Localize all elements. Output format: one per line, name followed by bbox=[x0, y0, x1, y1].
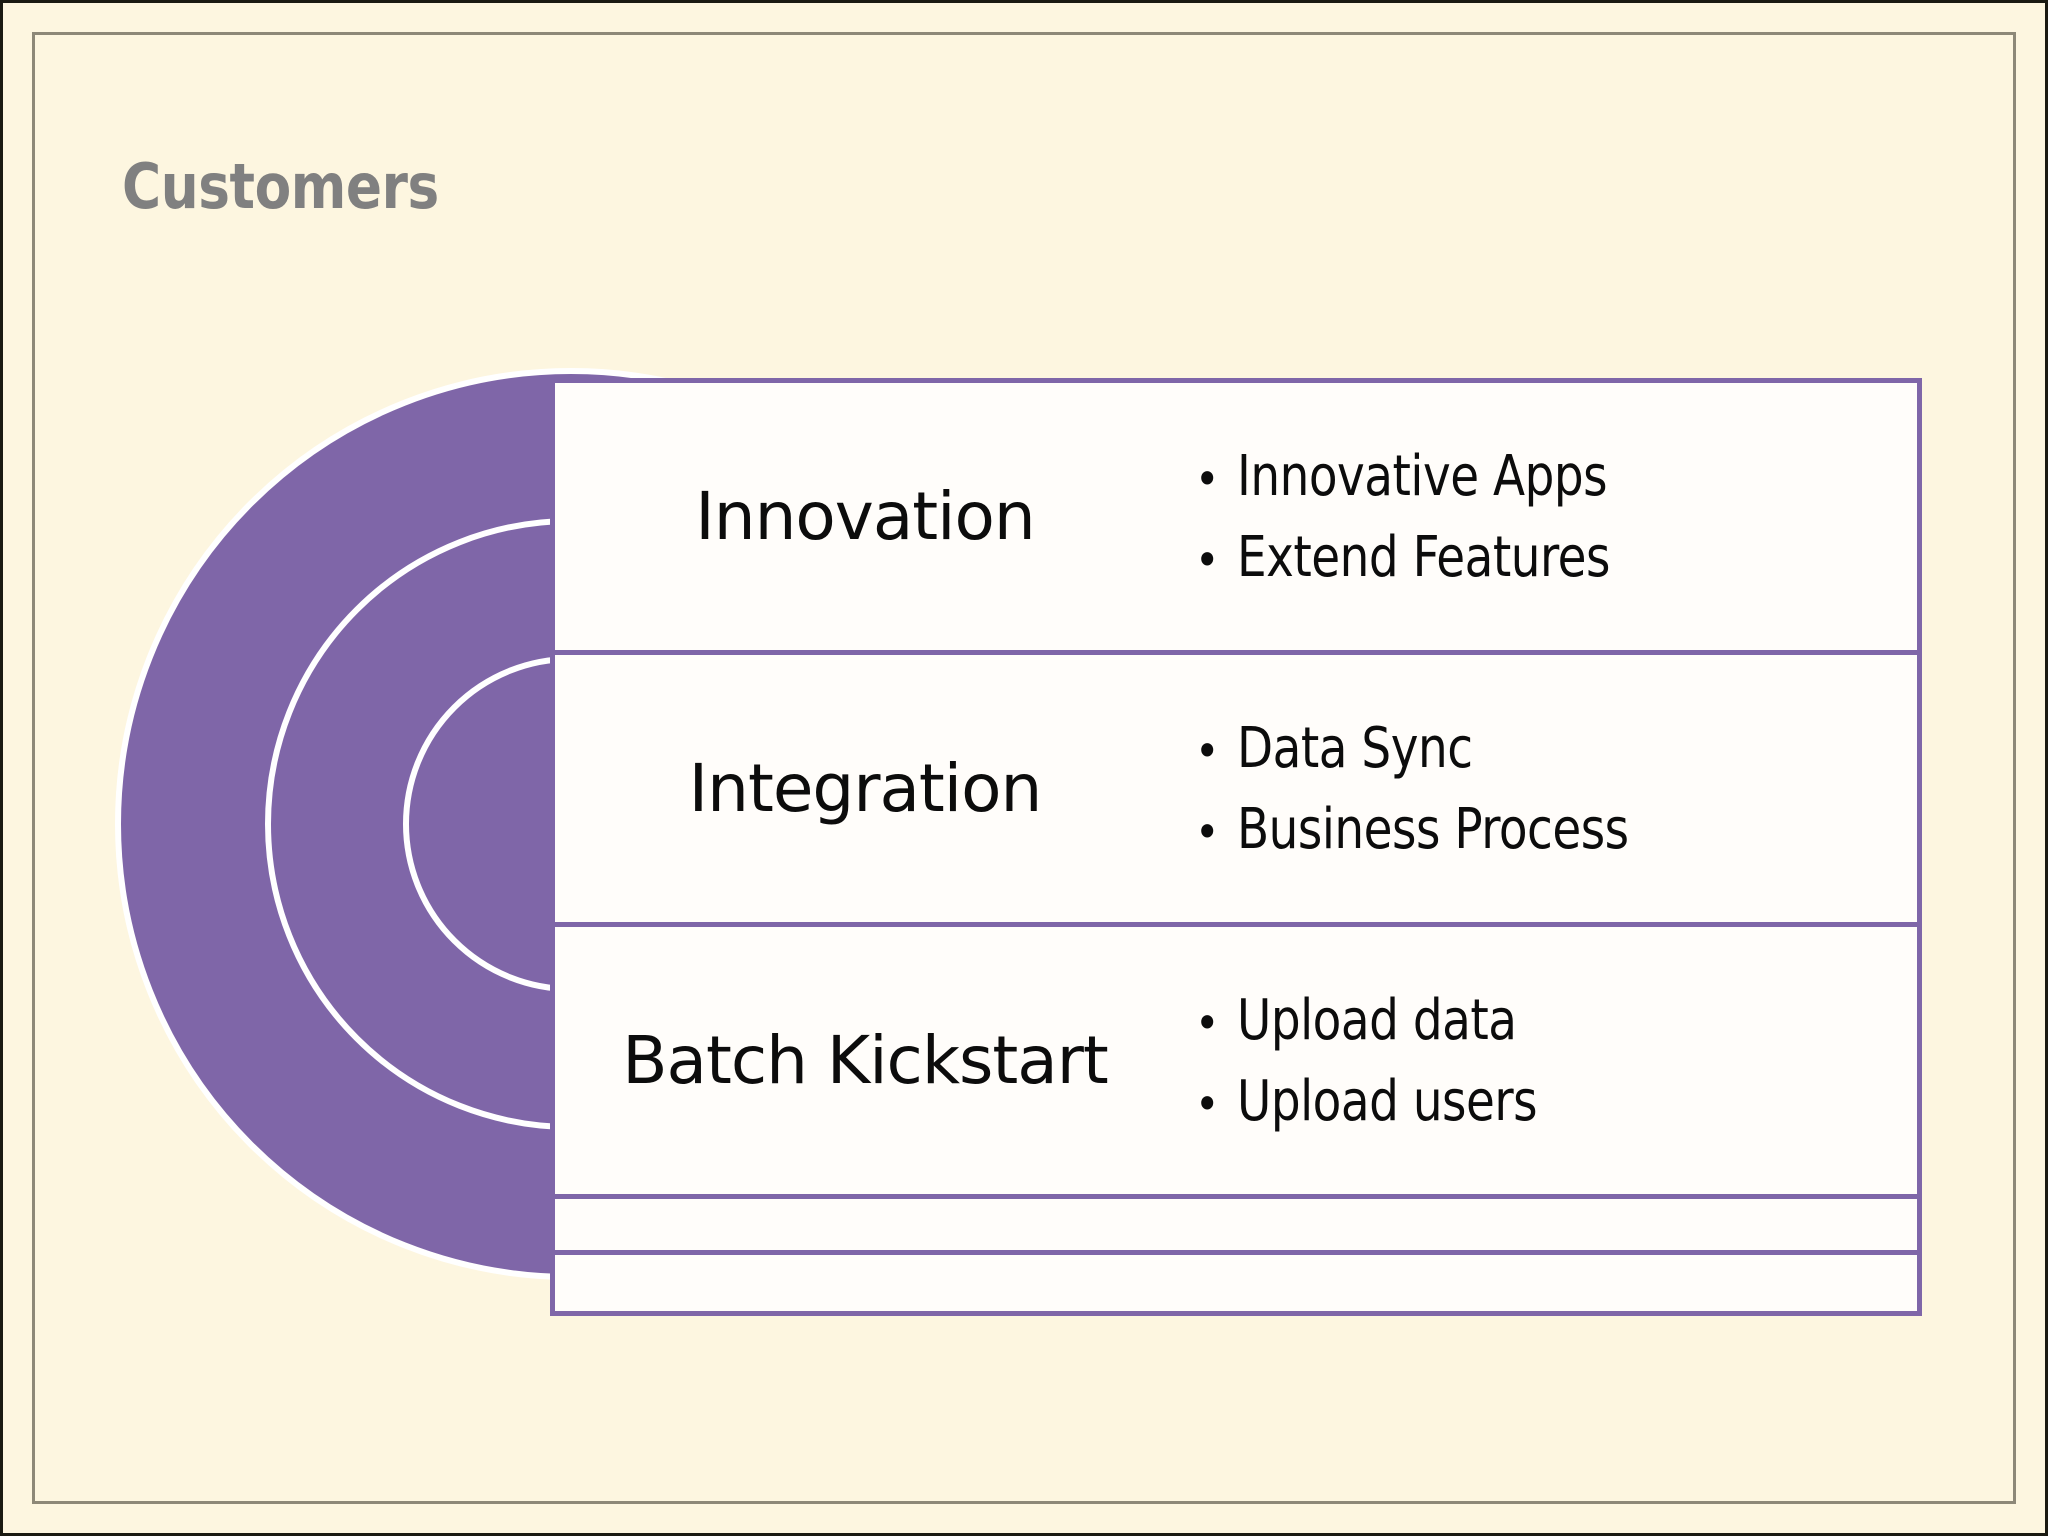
bullet-dot-icon: • bbox=[1195, 1076, 1219, 1131]
bullet-item: • Extend Features bbox=[1195, 525, 1917, 590]
bullet-list-integration: • Data Sync • Business Process bbox=[1175, 716, 1917, 862]
bullet-item: • Upload data bbox=[1195, 988, 1917, 1053]
bullet-dot-icon: • bbox=[1195, 804, 1219, 859]
bullet-dot-icon: • bbox=[1195, 532, 1219, 587]
row-label-batch-kickstart: Batch Kickstart bbox=[622, 1022, 1109, 1099]
bullet-text: Data Sync bbox=[1237, 715, 1473, 781]
bullet-text: Business Process bbox=[1237, 796, 1629, 862]
page-title: Customers bbox=[122, 150, 439, 223]
nested-semicircle-diagram: Innovation • Innovative Apps • Extend Fe… bbox=[110, 368, 1940, 1316]
row-label-innovation: Innovation bbox=[695, 478, 1035, 555]
matrix-row-batch-kickstart: Batch Kickstart • Upload data • Upload u… bbox=[555, 927, 1917, 1199]
matrix-row-innovation: Innovation • Innovative Apps • Extend Fe… bbox=[555, 383, 1917, 655]
bullet-text: Upload data bbox=[1237, 987, 1517, 1053]
bullet-item: • Data Sync bbox=[1195, 716, 1917, 781]
matrix-row-empty-1 bbox=[555, 1199, 1917, 1255]
bullet-text: Innovative Apps bbox=[1237, 443, 1608, 509]
bullet-dot-icon: • bbox=[1195, 995, 1219, 1050]
bullet-dot-icon: • bbox=[1195, 451, 1219, 506]
bullet-item: • Upload users bbox=[1195, 1069, 1917, 1134]
matrix-row-integration: Integration • Data Sync • Business Proce… bbox=[555, 655, 1917, 927]
bullet-item: • Innovative Apps bbox=[1195, 444, 1917, 509]
matrix-row-empty-2 bbox=[555, 1255, 1917, 1311]
bullet-text: Extend Features bbox=[1237, 524, 1610, 590]
bullet-dot-icon: • bbox=[1195, 723, 1219, 778]
bullet-text: Upload users bbox=[1237, 1068, 1538, 1134]
bullet-list-batch-kickstart: • Upload data • Upload users bbox=[1175, 988, 1917, 1134]
bullet-list-innovation: • Innovative Apps • Extend Features bbox=[1175, 444, 1917, 590]
row-label-integration: Integration bbox=[688, 750, 1043, 827]
content-matrix: Innovation • Innovative Apps • Extend Fe… bbox=[550, 378, 1922, 1316]
bullet-item: • Business Process bbox=[1195, 797, 1917, 862]
